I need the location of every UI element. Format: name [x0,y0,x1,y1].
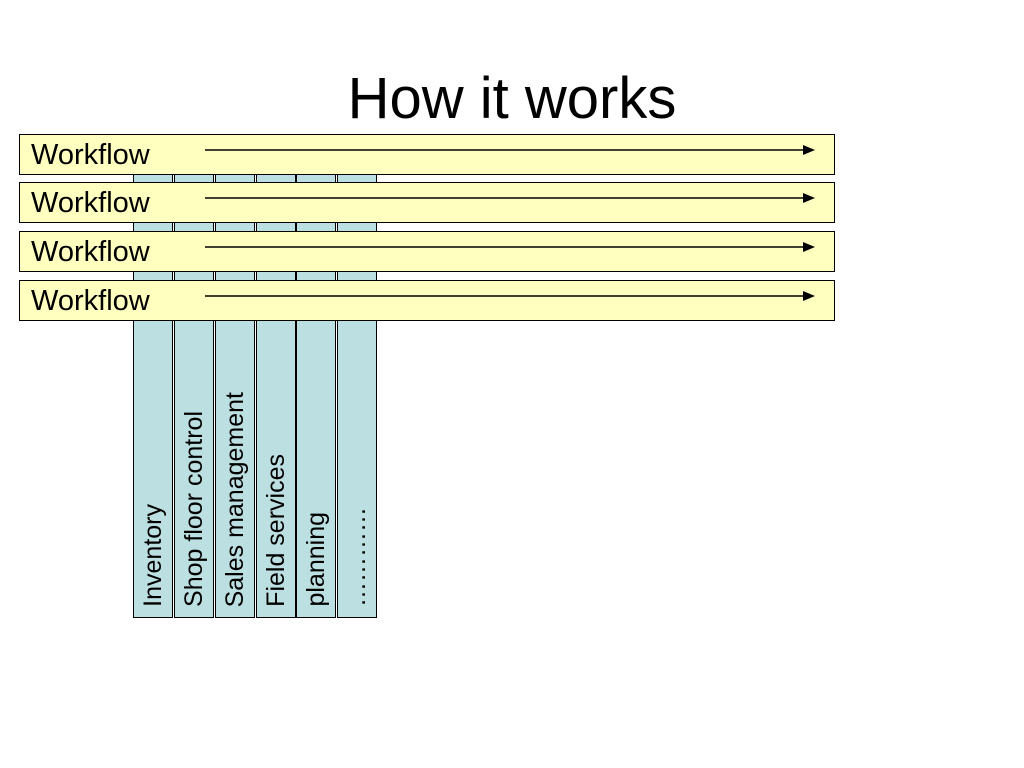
workflow-label: Workflow [31,187,150,219]
slide-title: How it works [347,66,677,131]
workflow-arrow [205,291,815,301]
workflow-bar-1: Workflow [19,134,835,175]
module-label: ………… [343,507,371,607]
workflow-bar-3: Workflow [19,231,835,272]
workflow-arrow [205,242,815,252]
module-label: planning [302,512,330,607]
workflow-arrow [205,145,815,155]
module-label: Field services [262,454,290,607]
workflow-label: Workflow [31,285,150,317]
workflow-arrow [205,193,815,203]
module-label: Sales management [221,391,249,607]
workflow-label: Workflow [31,236,150,268]
workflow-label: Workflow [31,139,150,171]
module-label: Shop floor control [180,411,208,607]
module-label: Inventory [139,504,167,607]
workflow-bar-2: Workflow [19,182,835,223]
workflow-bar-4: Workflow [19,280,835,321]
